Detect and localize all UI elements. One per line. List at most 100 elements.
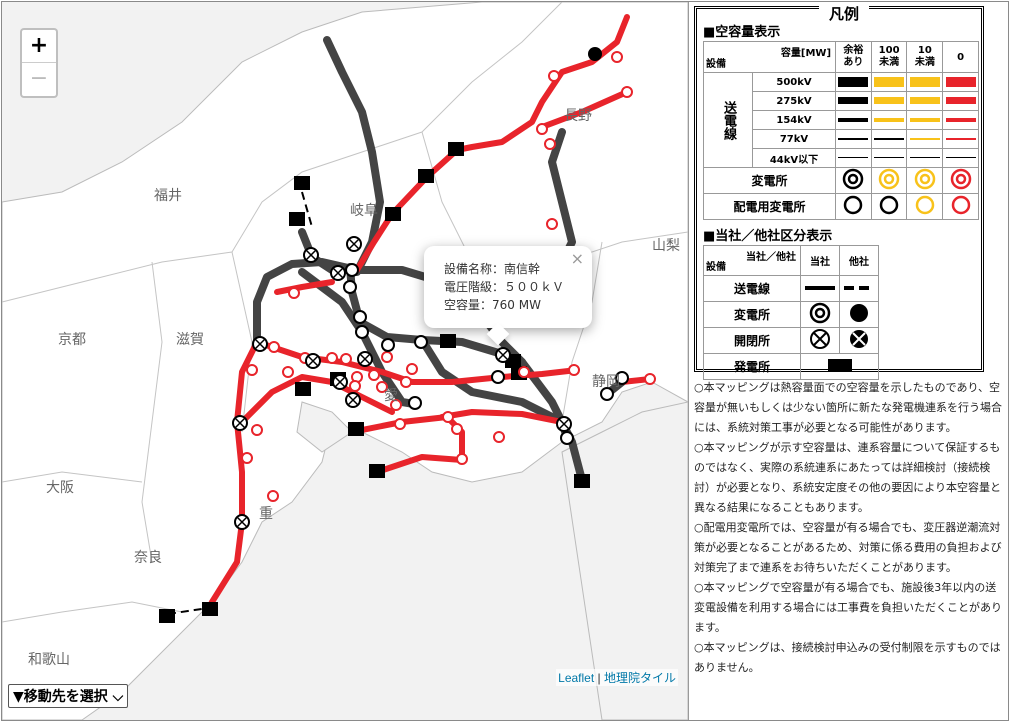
map-view[interactable]: 福井 岐阜 長野 山梨 京都 滋賀 愛 静岡 大阪 奈良 和歌山 重 + − ×… [2, 2, 689, 720]
region-label-wakayama: 和歌山 [28, 652, 70, 668]
zoom-in-button[interactable]: + [29, 33, 49, 58]
destination-select[interactable]: ▼移動先を選択 ⌵ [8, 684, 129, 708]
region-label-mie: 重 [259, 506, 273, 522]
region-label-fukui: 福井 [154, 188, 182, 204]
legend-panel: 凡例 ■空容量表示 容量[MW] 設備 余裕 あり 100 未満 10 未満 0… [692, 2, 1008, 720]
notes: ○本マッピングは熱容量面での空容量を示したものであり、空容量が無いもしくは少ない… [694, 378, 1006, 678]
note-4: ○本マッピングで空容量が有る場合でも、施設後3年以内の送変電設備を利用する場合に… [694, 581, 1002, 634]
legend-substation-label: 変電所 [702, 167, 837, 194]
note-3: ○配電用変電所では、空容量が有る場合でも、変圧器逆潮流対策が必要となることがある… [694, 521, 1002, 574]
note-1: ○本マッピングは熱容量面での空容量を示したものであり、空容量が無いもしくは少ない… [694, 381, 1002, 434]
gsi-tile-link[interactable]: 地理院タイル [603, 671, 676, 685]
note-5: ○本マッピングは、接続検討申込みの受付制限を示すものではありません。 [694, 641, 1001, 674]
line-44kv: 44kV以下 [751, 148, 837, 168]
popup-capacity: 空容量：760 MW [444, 298, 541, 312]
own-substation-icon [809, 302, 831, 324]
col-under-10: 10 未満 [906, 41, 944, 73]
swatch-154-black [838, 117, 869, 122]
other-substation[interactable] [588, 47, 602, 61]
region-label-osaka: 大阪 [46, 480, 74, 496]
swatch-77-black [838, 137, 869, 140]
swatch-44-black3 [909, 157, 940, 158]
line-500kv: 500kV [751, 72, 837, 92]
swatch-275-yellow [874, 97, 905, 104]
legend-distribution-substation-label: 配電用変電所 [702, 193, 837, 220]
swatch-154-yellow2 [909, 117, 940, 122]
switching-station-crosses [234, 238, 570, 528]
own-line-swatch [805, 286, 835, 290]
popup-facility-name: 設備名称：南信幹 [444, 262, 541, 276]
capacity-header: 容量[MW] [780, 48, 832, 59]
own-other-line-label: 送電線 [703, 275, 801, 302]
other-substation-icon [850, 304, 868, 322]
region-label-gifu: 岐阜 [350, 202, 378, 219]
swatch-77-yellow [909, 137, 940, 140]
transmission-line-group: 送電線 [703, 72, 753, 168]
zoom-control: + − [20, 28, 58, 98]
coast-boundary [561, 401, 688, 720]
attribution-separator: | [594, 671, 604, 685]
dist-substation-black-icon [844, 195, 863, 215]
col-under-100: 100 未満 [870, 41, 908, 73]
popup-close-icon[interactable]: × [570, 249, 584, 268]
dist-substation-red-icon [951, 195, 970, 215]
swatch-77-black2 [874, 137, 905, 140]
map-canvas[interactable]: 福井 岐阜 長野 山梨 京都 滋賀 愛 静岡 大阪 奈良 和歌山 重 [2, 2, 688, 720]
facility-popup: × 設備名称：南信幹 電圧階級：５００ｋＶ 空容量：760 MW [424, 246, 592, 346]
substations-red[interactable] [241, 51, 656, 502]
legend-section-capacity: ■空容量表示 [703, 25, 781, 40]
own-other-header: 当社／他社 [746, 252, 796, 263]
own-other-substation-label: 変電所 [703, 301, 801, 328]
region-label-kyoto: 京都 [58, 332, 86, 348]
swatch-44-black [838, 157, 869, 158]
capacity-legend-table: 容量[MW] 設備 余裕 あり 100 未満 10 未満 0 送電線 500kV… [702, 41, 979, 220]
legend-title: 凡例 [819, 3, 870, 24]
dist-substation-yellow-icon [915, 195, 935, 215]
region-label-aichi: 愛 [384, 388, 398, 404]
substations-black[interactable] [343, 263, 629, 445]
bay-area [296, 401, 353, 453]
other-line-swatch [844, 286, 874, 290]
own-other-equipment-header: 設備 [706, 262, 726, 273]
substation-yellow-icon [878, 168, 900, 190]
dist-substation-black2-icon [879, 195, 899, 215]
other-switching-icon [850, 330, 868, 348]
own-other-plant-label: 発電所 [703, 353, 801, 380]
own-other-switching-label: 開閉所 [703, 327, 801, 354]
substation-black-icon [843, 168, 864, 190]
swatch-44-black4 [945, 157, 976, 158]
map-attribution: Leaflet | 地理院タイル [556, 669, 678, 686]
region-label-nara: 奈良 [134, 550, 162, 566]
own-header: 当社 [800, 245, 840, 276]
line-275kv: 275kV [751, 91, 837, 111]
region-label-yamanashi: 山梨 [652, 238, 680, 254]
region-label-shiga: 滋賀 [176, 332, 204, 348]
swatch-154-red [945, 117, 976, 122]
line-154kv: 154kV [751, 110, 837, 130]
col-zero: 0 [942, 41, 979, 73]
swatch-500-red [945, 76, 976, 87]
other-header: 他社 [839, 245, 879, 276]
line-77kv: 77kV [751, 129, 837, 149]
swatch-77-red [945, 137, 976, 140]
own-switching-icon [810, 329, 830, 349]
equipment-header: 設備 [706, 59, 726, 70]
swatch-44-black2 [874, 157, 905, 158]
swatch-275-yellow2 [909, 97, 940, 104]
legend-box: 凡例 ■空容量表示 容量[MW] 設備 余裕 あり 100 未満 10 未満 0… [694, 3, 984, 380]
legend-section-own-other: ■当社／他社区分表示 [703, 229, 833, 244]
swatch-154-yellow [874, 117, 905, 122]
zoom-out-button[interactable]: − [22, 62, 56, 95]
swatch-500-black [838, 76, 869, 87]
own-other-legend-table: 当社／他社 設備 当社 他社 送電線 変電所 開閉所 [703, 245, 879, 380]
swatch-500-yellow2 [909, 76, 940, 87]
substation-red-icon [950, 168, 971, 190]
power-plant-icon [827, 359, 852, 371]
popup-voltage: 電圧階級：５００ｋＶ [444, 280, 565, 294]
swatch-275-black [838, 97, 869, 104]
swatch-275-red [945, 97, 976, 104]
note-2: ○本マッピングが示す空容量は、連系容量について保証するものではなく、実際の系統連… [694, 441, 1002, 514]
leaflet-link[interactable]: Leaflet [558, 671, 595, 685]
substation-yellow2-icon [914, 168, 936, 190]
region-label-shizuoka: 静岡 [592, 374, 620, 390]
